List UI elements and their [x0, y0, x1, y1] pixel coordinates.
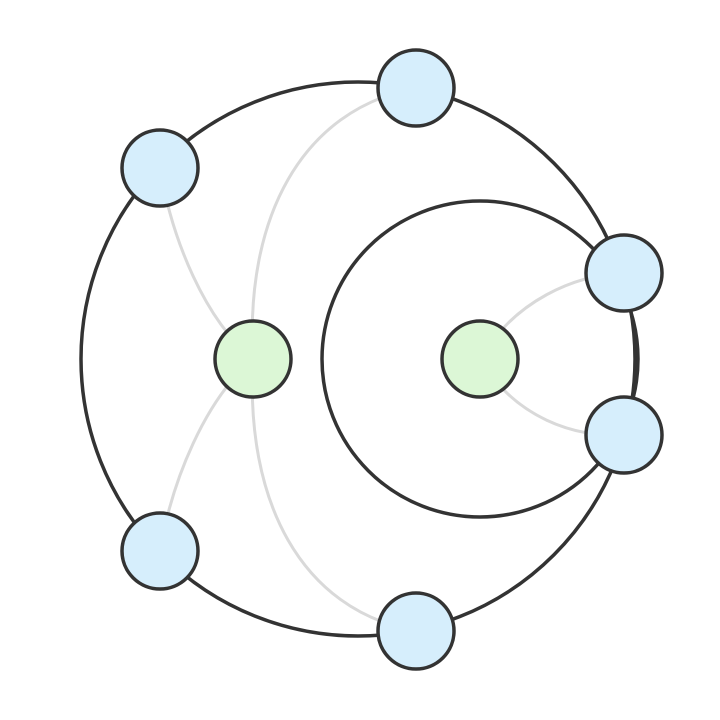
peripheral-node-n1 — [376, 48, 456, 128]
center-node-c1 — [213, 319, 293, 399]
peripheral-node-n5 — [120, 511, 200, 591]
peripheral-node-n3 — [584, 233, 664, 313]
edge-c1-n1 — [250, 86, 417, 360]
edge-c1-n6 — [250, 358, 417, 633]
peripheral-node-n6 — [376, 591, 456, 671]
outer-ring — [79, 80, 637, 638]
rings — [79, 80, 640, 638]
peripheral-node-n4 — [584, 395, 664, 475]
peripheral-node-n2 — [120, 128, 200, 208]
inner-ring — [320, 199, 640, 519]
nodes — [120, 48, 664, 671]
center-node-c2 — [440, 319, 520, 399]
